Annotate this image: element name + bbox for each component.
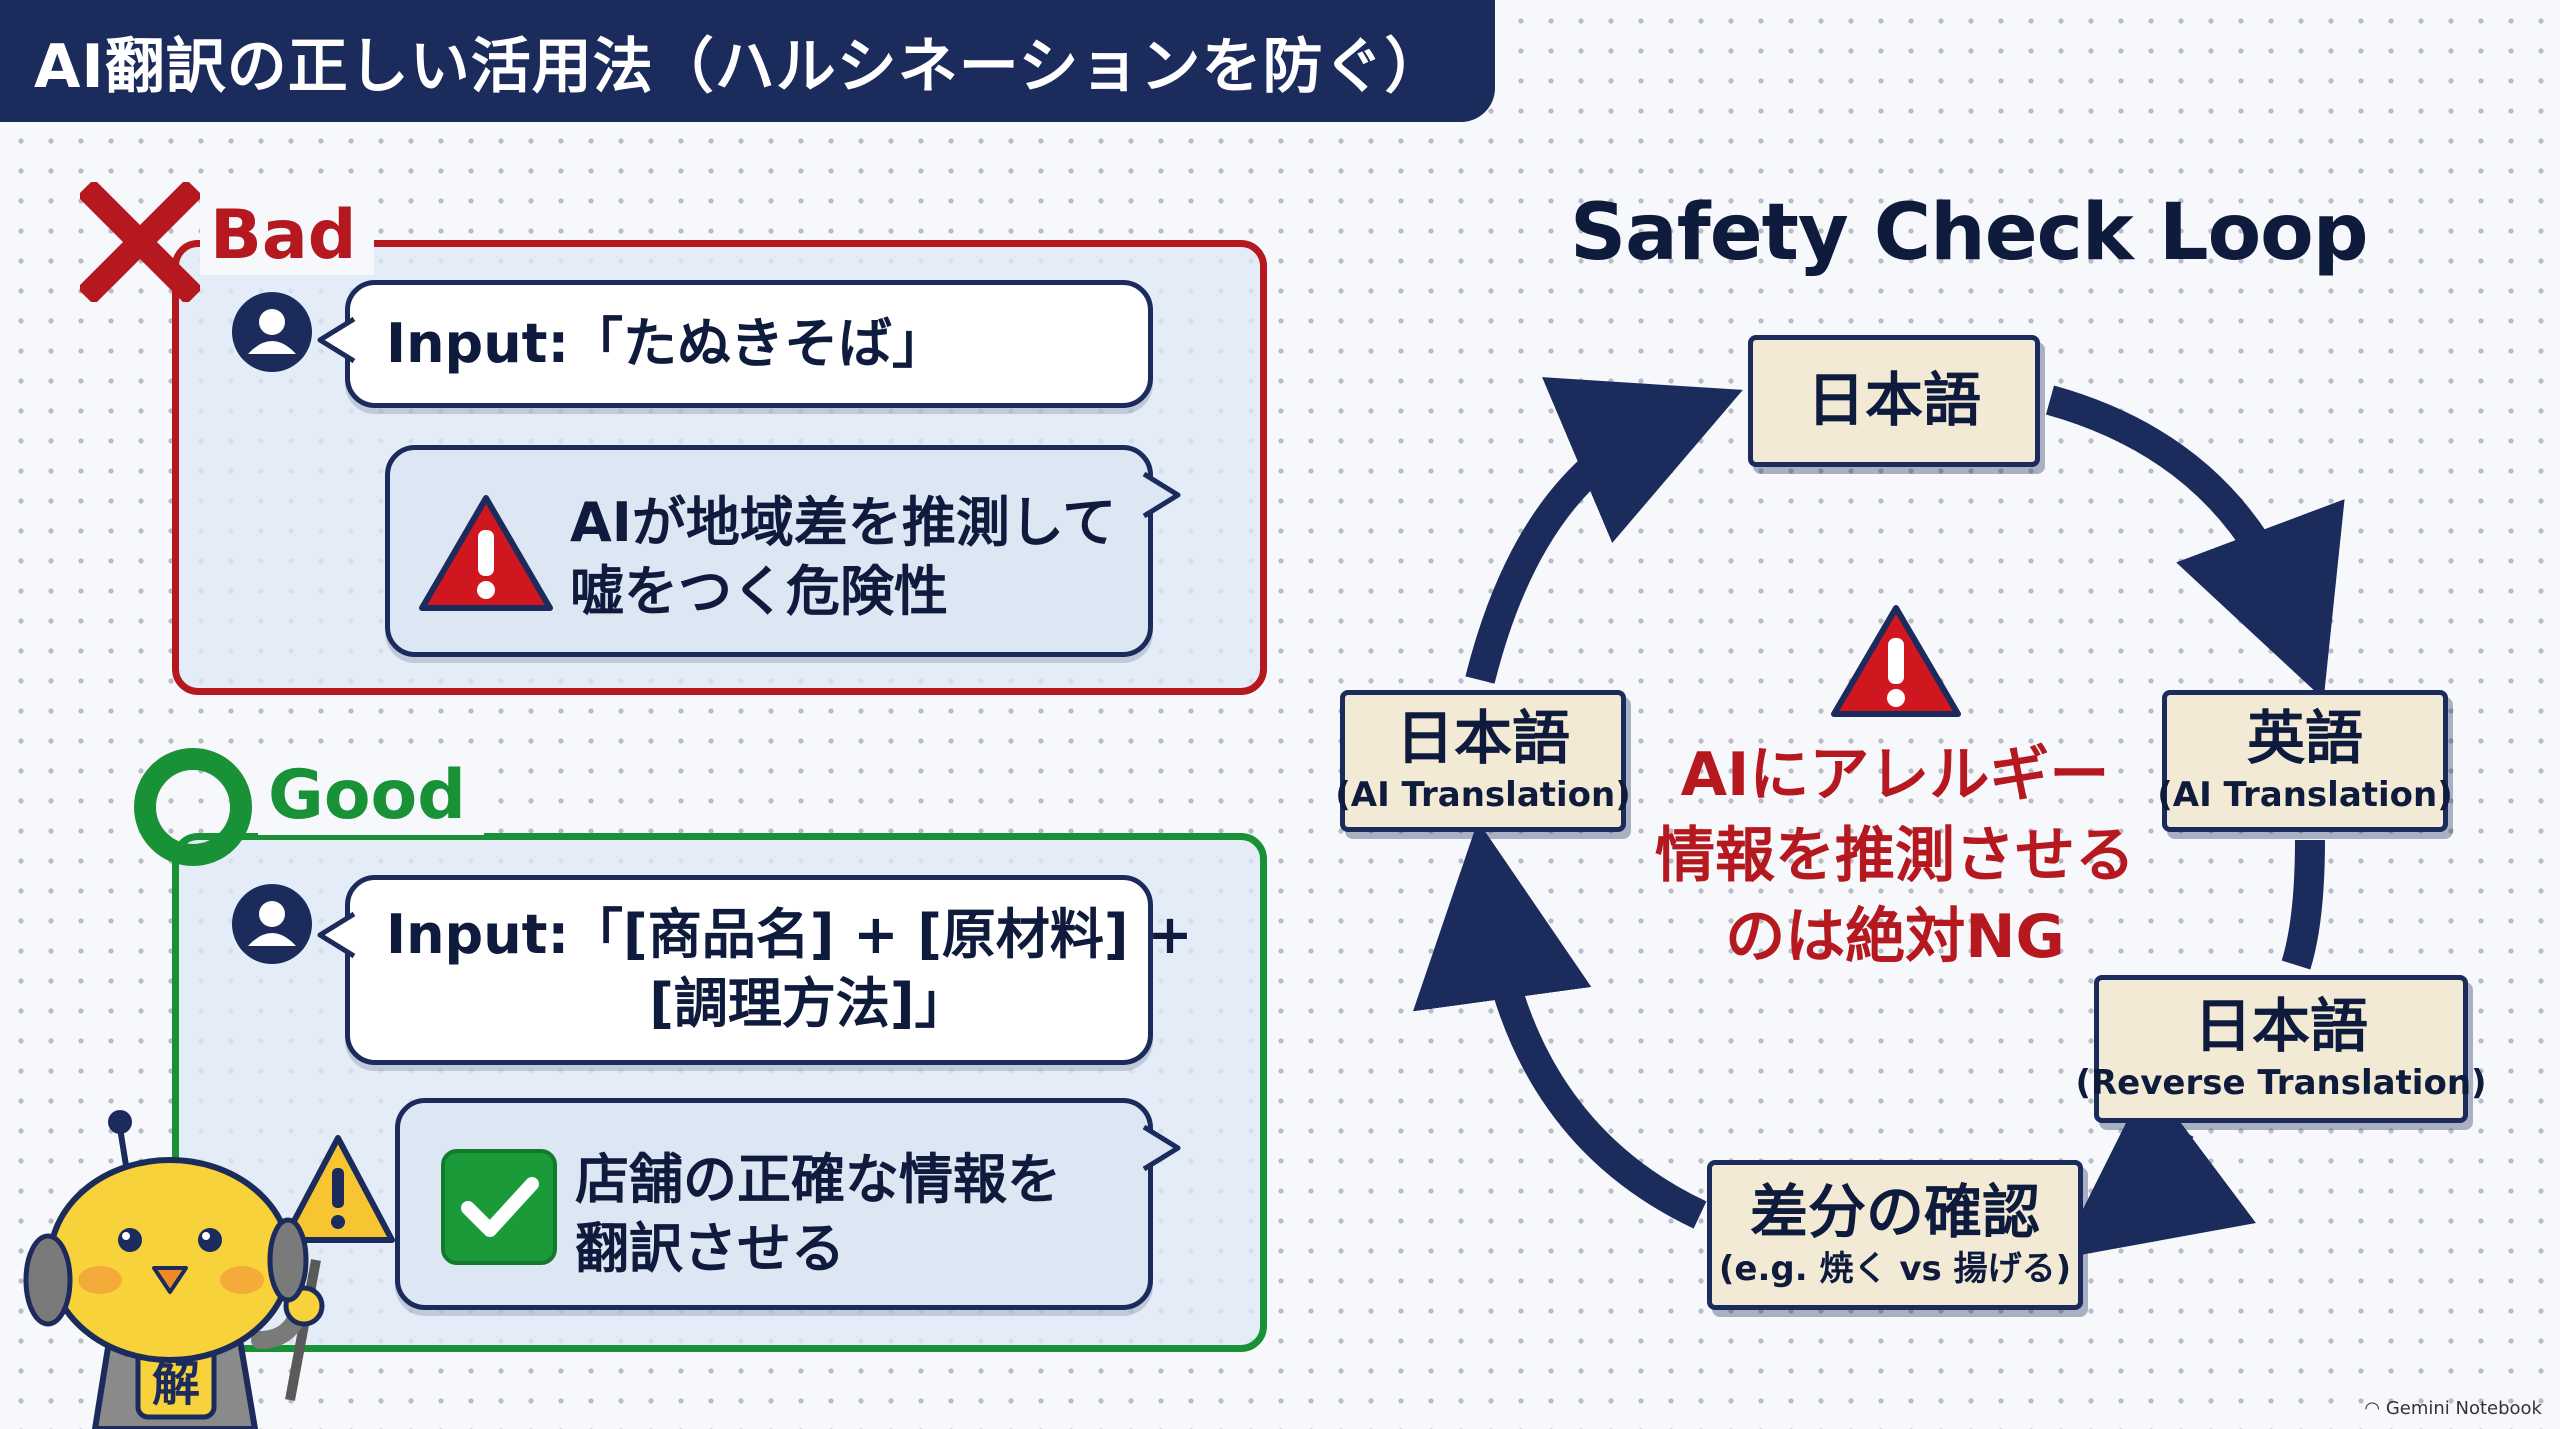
node-japanese-ai: 日本語 (AI Translation): [1335, 690, 1631, 832]
warning-triangle-icon: [1831, 605, 1961, 717]
node-right-label: 英語: [2246, 703, 2363, 772]
bad-result-bubble: AIが地域差を推測して 嘘をつく危険性: [385, 445, 1181, 657]
notebook-icon: ◠: [2364, 1398, 2386, 1419]
node-bottom-sub: (e.g. 焼く vs 揚げる): [1718, 1248, 2072, 1289]
good-input-text: Input:「[商品名] + [原材料] + [調理方法]」: [386, 903, 1193, 1036]
node-left-label: 日本語: [1395, 703, 1570, 772]
bubble-tail: [317, 911, 356, 959]
warning-triangle-icon: [419, 495, 553, 611]
bubble-tail: [1142, 471, 1181, 519]
node-japanese-reverse: 日本語 (Reverse Translation): [2075, 975, 2487, 1123]
node-bottom-label: 差分の確認: [1749, 1177, 2040, 1246]
node-right-sub: (AI Translation): [2157, 774, 2453, 815]
node-diff-check: 差分の確認 (e.g. 焼く vs 揚げる): [1707, 1160, 2083, 1310]
arrow-left-to-top: [1465, 377, 1743, 684]
page-title: AI翻訳の正しい活用法（ハルシネーションを防ぐ）: [34, 31, 1446, 102]
bad-label: Bad: [200, 196, 375, 275]
arrow-bottom-to-left: [1413, 820, 1707, 1229]
node-top-label: 日本語: [1806, 366, 1981, 435]
center-warning-text: AIにアレルギー 情報を推測させる のは絶対NG: [1655, 740, 2135, 972]
robot-chick-mascot: 解: [23, 1110, 395, 1429]
node-lower-right-sub: (Reverse Translation): [2075, 1062, 2487, 1103]
node-left-sub: (AI Translation): [1335, 774, 1631, 815]
footer-credit: ◠ Gemini Notebook: [2364, 1398, 2542, 1419]
good-label: Good: [258, 756, 484, 835]
good-input-bubble: Input:「[商品名] + [原材料] + [調理方法]」: [317, 875, 1193, 1065]
node-lower-right-label: 日本語: [2193, 991, 2368, 1060]
bubble-tail: [317, 316, 356, 364]
bad-result-text: AIが地域差を推測して 嘘をつく危険性: [570, 491, 1117, 624]
footer-label: Gemini Notebook: [2385, 1398, 2542, 1419]
bad-input-text: Input:「たぬきそば」: [386, 312, 946, 375]
mascot-badge-label: 解: [152, 1356, 200, 1412]
circle-icon: [134, 748, 252, 866]
good-result-text: 店舗の正確な情報を 翻訳させる: [575, 1148, 1061, 1281]
node-english: 英語 (AI Translation): [2157, 690, 2453, 832]
bubble-tail: [1142, 1124, 1181, 1172]
loop-title: Safety Check Loop: [1570, 188, 2369, 278]
user-avatar-icon: [232, 292, 312, 372]
title-banner: AI翻訳の正しい活用法（ハルシネーションを防ぐ）: [0, 0, 1495, 122]
node-japanese-source: 日本語: [1748, 335, 2040, 467]
cross-icon: [80, 182, 200, 302]
arrow-top-to-right: [2045, 385, 2345, 700]
arrow-lower-right-to-bottom: [2058, 1078, 2257, 1260]
good-result-bubble: 店舗の正確な情報を 翻訳させる: [395, 1098, 1181, 1310]
checkmark-icon: [441, 1149, 557, 1265]
bad-input-bubble: Input:「たぬきそば」: [317, 280, 1153, 408]
user-avatar-icon: [232, 884, 312, 964]
